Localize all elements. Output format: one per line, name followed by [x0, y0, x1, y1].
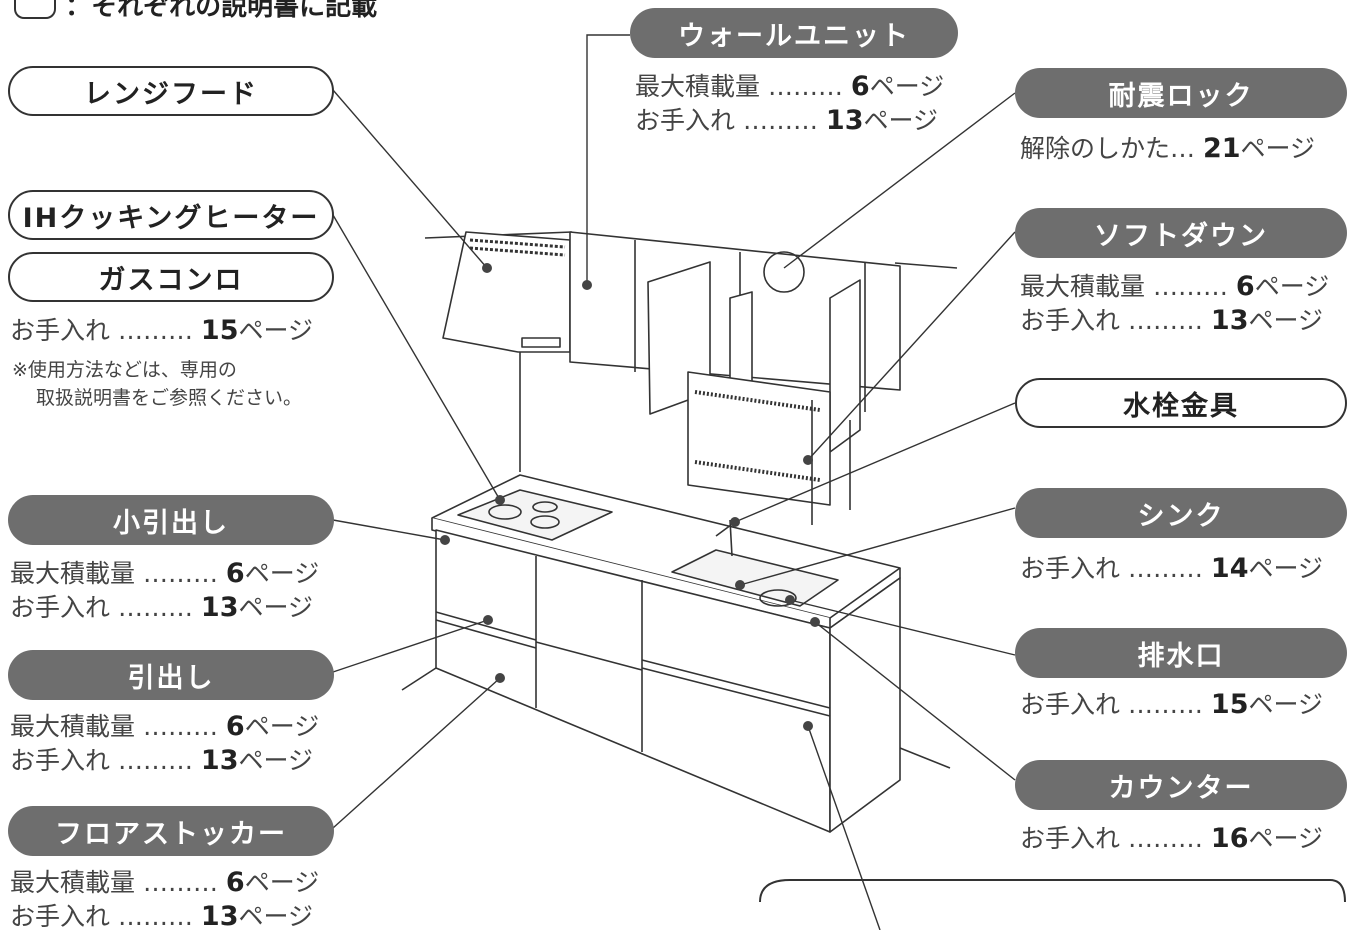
drain-label: 排水口 [1015, 628, 1347, 678]
base-cabinet-shape [401, 529, 951, 833]
counter-info: お手入れ ……… 16ページ [1020, 823, 1323, 854]
sink-label: シンク [1015, 488, 1347, 538]
soft-down-label: ソフトダウン [1015, 208, 1347, 258]
faucet-label: 水栓金具 [1015, 378, 1347, 428]
soft-down-info: 最大積載量 ……… 6ページ お手入れ ……… 13ページ [1020, 271, 1330, 336]
quake-lock-label: 耐震ロック [1015, 68, 1347, 118]
ih-heater-label: IHクッキングヒーター [8, 190, 334, 240]
range-hood-label: レンジフード [8, 66, 334, 116]
rounded-bracket-icon [14, 0, 56, 19]
gas-stove-label: ガスコンロ [8, 252, 334, 302]
counter-label: カウンター [1015, 760, 1347, 810]
wall-unit-label: ウォールユニット [630, 8, 958, 58]
soft-down-rack-shape [687, 371, 851, 525]
gas-stove-note: ※使用方法などは、専用の 取扱説明書をご参照ください。 [12, 359, 303, 409]
sink-info: お手入れ ……… 14ページ [1020, 553, 1323, 584]
wall-unit-info: 最大積載量 ……… 6ページ お手入れ ……… 13ページ [635, 71, 945, 136]
range-hood-shape [442, 231, 571, 353]
floor-stocker-label: フロアストッカー [8, 806, 334, 856]
small-drawer-label: 小引出し [8, 495, 334, 545]
small-drawer-info: 最大積載量 ……… 6ページ お手入れ ……… 13ページ [10, 558, 320, 623]
legend-text: ：それぞれの説明書に記載 [65, 0, 378, 22]
floor-stocker-info: 最大積載量 ……… 6ページ お手入れ ……… 13ページ [10, 867, 320, 932]
drawer-label: 引出し [8, 650, 334, 700]
gas-stove-info: お手入れ ……… 15ページ [10, 315, 313, 346]
wall-line [894, 262, 958, 269]
quake-lock-info: 解除のしかた… 21ページ [1020, 133, 1316, 164]
drain-info: お手入れ ……… 15ページ [1020, 689, 1323, 720]
drawer-info: 最大積載量 ……… 6ページ お手入れ ……… 13ページ [10, 711, 320, 776]
legend: ：それぞれの説明書に記載 [0, 0, 377, 23]
